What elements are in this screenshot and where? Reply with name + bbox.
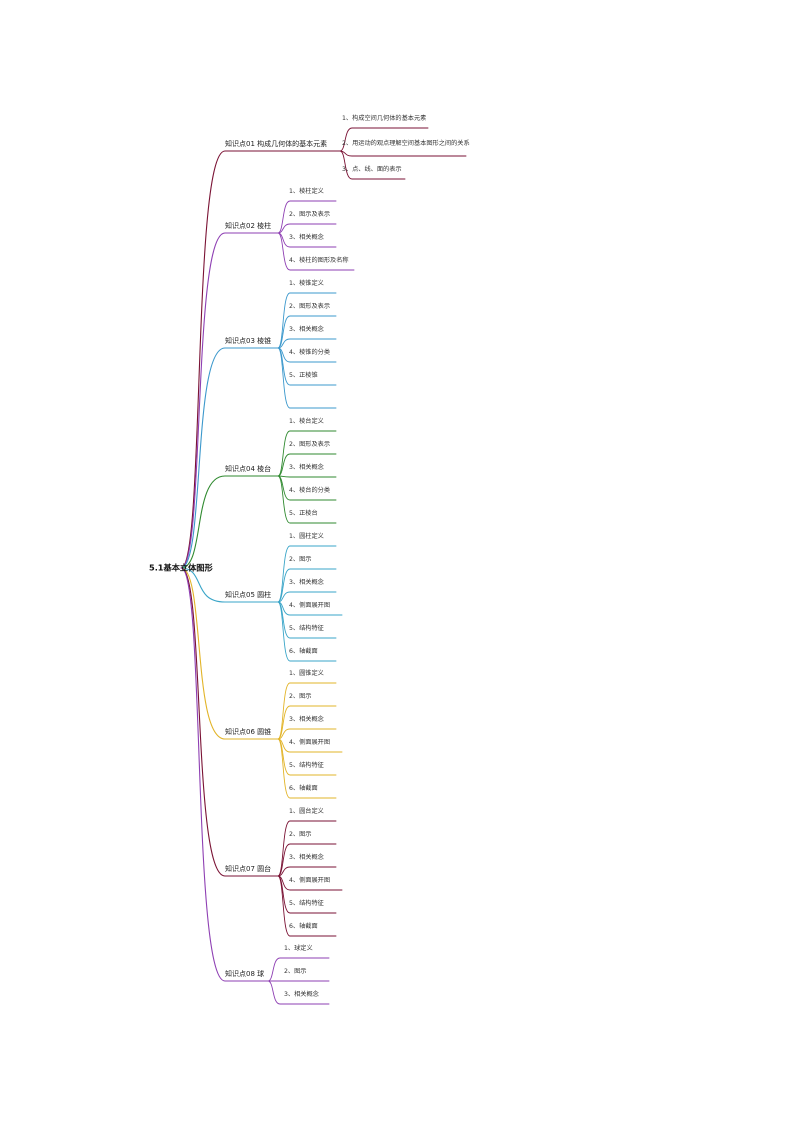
branch-connector bbox=[180, 232, 226, 569]
child-node-label: 3、相关概念 bbox=[289, 853, 324, 861]
branch-label: 知识点01 构成几何体的基本元素 bbox=[225, 139, 327, 148]
child-node-label: 1、圆柱定义 bbox=[289, 532, 324, 540]
child-connector bbox=[277, 705, 337, 740]
child-connector bbox=[277, 475, 337, 524]
branch-label: 知识点07 圆台 bbox=[225, 864, 271, 873]
child-connector bbox=[277, 223, 337, 234]
child-connector bbox=[277, 601, 337, 662]
child-node-label: 1、棱锥定义 bbox=[289, 279, 324, 287]
child-node-label: 6、轴截面 bbox=[289, 647, 318, 655]
child-node-label: 4、侧面展开图 bbox=[289, 876, 330, 884]
connector-lines bbox=[180, 127, 467, 1005]
branch-label: 知识点08 球 bbox=[225, 969, 264, 978]
child-node-label: 4、棱台的分类 bbox=[289, 486, 330, 494]
mind-map-nodes: 5.1基本立体图形 知识点01 构成几何体的基本元素 1、构成空间几何体的基本元素… bbox=[149, 114, 470, 998]
child-node-label: 5、结构特征 bbox=[289, 624, 324, 632]
child-node-label: 4、侧面展开图 bbox=[289, 601, 330, 609]
child-node-label: 4、侧面展开图 bbox=[289, 738, 330, 746]
child-node-label: 1、棱台定义 bbox=[289, 417, 324, 425]
branch-label: 知识点04 棱台 bbox=[225, 464, 271, 473]
child-connector bbox=[277, 568, 337, 603]
child-connector bbox=[339, 150, 467, 157]
child-connector bbox=[339, 150, 406, 180]
child-connector bbox=[277, 682, 337, 740]
branch-connector bbox=[180, 567, 226, 877]
branch-connector bbox=[180, 567, 226, 740]
child-node-label: 6、轴截面 bbox=[289, 784, 318, 792]
child-connector bbox=[277, 430, 337, 477]
child-node-label: 3、相关概念 bbox=[289, 233, 324, 241]
child-node-label: 3、相关概念 bbox=[289, 325, 324, 333]
child-connector bbox=[277, 200, 337, 234]
branch-connector bbox=[180, 150, 226, 569]
child-connector bbox=[277, 591, 337, 603]
branch-connector bbox=[180, 475, 226, 569]
child-node-label: 3、相关概念 bbox=[289, 578, 324, 586]
child-node-label: 3、相关概念 bbox=[289, 715, 324, 723]
child-node-label: 5、结构特征 bbox=[289, 761, 324, 769]
child-node-label: 1、棱柱定义 bbox=[289, 187, 324, 195]
child-node-label: 2、用运动的观点理解空间基本图形之间的关系 bbox=[342, 139, 470, 147]
child-node-label: 6、轴截面 bbox=[289, 922, 318, 930]
child-connector bbox=[339, 127, 429, 152]
branch-connector bbox=[180, 567, 226, 982]
child-connector bbox=[277, 875, 337, 937]
child-node-label: 5、正棱台 bbox=[289, 509, 318, 517]
branch-label: 知识点02 棱柱 bbox=[225, 221, 271, 230]
child-connector bbox=[267, 980, 330, 1005]
branch-label: 知识点06 圆锥 bbox=[225, 727, 271, 736]
child-node-label: 2、图示 bbox=[289, 831, 312, 838]
child-node-label: 1、圆锥定义 bbox=[289, 669, 324, 677]
child-connector bbox=[277, 545, 337, 603]
child-connector bbox=[277, 315, 337, 349]
child-node-label: 2、图形及表示 bbox=[289, 440, 330, 448]
child-node-label: 2、图示 bbox=[289, 556, 312, 563]
child-connector bbox=[277, 347, 337, 409]
branch-label: 知识点05 圆柱 bbox=[225, 590, 271, 599]
child-node-label: 1、构成空间几何体的基本元素 bbox=[342, 114, 426, 122]
child-node-label: 4、棱柱的图形及名称 bbox=[289, 256, 349, 264]
child-connector bbox=[277, 738, 337, 799]
child-connector bbox=[277, 338, 337, 349]
child-connector bbox=[277, 843, 337, 877]
child-connector bbox=[277, 453, 337, 477]
child-node-label: 5、正棱锥 bbox=[289, 371, 318, 379]
branch-connector bbox=[180, 347, 226, 569]
branch-label: 知识点03 棱锥 bbox=[225, 336, 271, 345]
child-node-label: 1、圆台定义 bbox=[289, 807, 324, 815]
child-node-label: 4、棱锥的分类 bbox=[289, 348, 330, 356]
child-node-label: 3、相关概念 bbox=[284, 990, 319, 998]
child-node-label: 5、结构特征 bbox=[289, 899, 324, 907]
child-connector bbox=[267, 957, 330, 982]
child-node-label: 2、图形及表示 bbox=[289, 302, 330, 310]
child-connector bbox=[277, 866, 337, 877]
child-node-label: 3、点、线、面的表示 bbox=[342, 165, 402, 173]
child-node-label: 2、图示及表示 bbox=[289, 210, 330, 218]
branch-connector bbox=[180, 567, 226, 603]
child-node-label: 2、图示 bbox=[284, 968, 307, 975]
child-connector bbox=[277, 728, 337, 740]
child-node-label: 3、相关概念 bbox=[289, 463, 324, 471]
child-node-label: 2、图示 bbox=[289, 693, 312, 700]
child-connector bbox=[277, 475, 337, 478]
child-connector bbox=[277, 232, 355, 271]
root-node-label: 5.1基本立体图形 bbox=[149, 563, 213, 573]
child-node-label: 1、球定义 bbox=[284, 944, 313, 952]
